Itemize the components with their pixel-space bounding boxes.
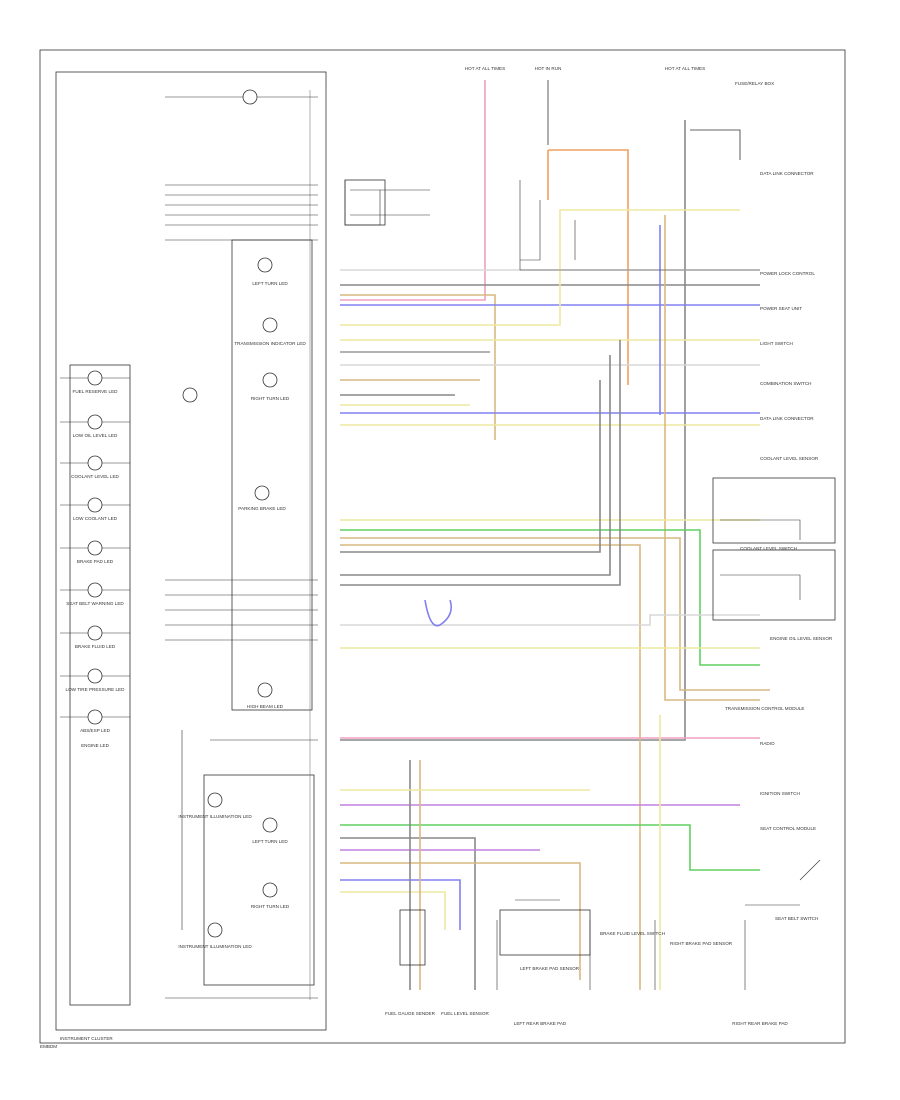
cluster-internal-wires (165, 96, 318, 999)
bottom-label: RIGHT REAR BRAKE PAD (732, 1021, 788, 1026)
right-label: COOLANT LEVEL SWITCH (740, 546, 797, 551)
indicator-8: LOW TIRE PRESSURE LED (60, 668, 130, 692)
right-label: TRANSMISSION CONTROL MODULE (725, 706, 804, 711)
wire-harness (340, 80, 770, 990)
indicator-label: LOW OIL LEVEL LED (73, 433, 118, 438)
indicator-label: FUEL RESERVE LED (73, 389, 119, 394)
indicator-label: ABS/ESP LED (80, 728, 110, 733)
cluster-center-bulbs: LEFT TURN LED TRANSMISSION INDICATOR LED… (178, 89, 306, 949)
right-label: SEAT CONTROL MODULE (760, 826, 816, 831)
right-label: IGNITION SWITCH (760, 791, 800, 796)
bottom-label: LEFT REAR BRAKE PAD (514, 1021, 567, 1026)
cluster-inner-box (69, 364, 131, 1006)
indicator-label: BRAKE FLUID LED (75, 644, 116, 649)
center-label: INSTRUMENT ILLUMINATION LED (178, 814, 252, 819)
top-fuse-note: FUSE/RELAY BOX (735, 81, 774, 86)
cluster-pin-column (309, 90, 327, 1000)
indicator-9: ABS/ESP LED (60, 709, 130, 733)
outer-border (39, 49, 846, 1044)
right-label: DATA LINK CONNECTOR (760, 171, 814, 176)
right-label: COMBINATION SWITCH (760, 381, 811, 386)
right-label: ENGINE OIL LEVEL SENSOR (770, 636, 833, 641)
indicator-label: LOW TIRE PRESSURE LED (66, 687, 126, 692)
center-label: RIGHT TURN LED (251, 904, 290, 909)
right-labels: DATA LINK CONNECTOR POWER LOCK CONTROL P… (725, 171, 833, 921)
indicator-2: LOW OIL LEVEL LED (60, 414, 130, 438)
center-label: LEFT TURN LED (252, 839, 288, 844)
cluster-title: INSTRUMENT CLUSTER (60, 1036, 113, 1041)
center-label: TRANSMISSION INDICATOR LED (234, 341, 306, 346)
right-label: RADIO (760, 741, 775, 746)
indicator-6: SEAT BELT WARNING LED (60, 582, 130, 606)
top-fuse-label-1: HOT AT ALL TIMES (465, 66, 505, 71)
bottom-label: RIGHT BRAKE PAD SENSOR (670, 941, 733, 946)
indicator-7: BRAKE FLUID LED (60, 625, 130, 649)
indicator-label: ENGINE LED (81, 743, 110, 748)
right-label: SEAT BELT SWITCH (775, 916, 818, 921)
cluster-center-panel (231, 239, 313, 711)
right-label: POWER LOCK CONTROL (760, 271, 815, 276)
right-label: DATA LINK CONNECTOR (760, 416, 814, 421)
top-fuse-label-3: HOT AT ALL TIMES (665, 66, 705, 71)
indicator-3: COOLANT LEVEL LED (60, 455, 130, 479)
indicator-label: COOLANT LEVEL LED (71, 474, 119, 479)
center-label: HIGH BEAM LED (247, 704, 284, 709)
center-label: PARKING BRAKE LED (238, 506, 286, 511)
bottom-labels: FUEL GAUGE SENDER FUEL LEVEL SENSOR LEFT… (385, 931, 788, 1026)
bottom-label: FUEL LEVEL SENSOR (441, 1011, 489, 1016)
right-label: POWER SEAT UNIT (760, 306, 802, 311)
center-label: INSTRUMENT ILLUMINATION LED (178, 944, 252, 949)
right-label: COOLANT LEVEL SENSOR (760, 456, 819, 461)
indicator-5: BRAKE PAD LED (60, 540, 130, 564)
center-label: RIGHT TURN LED (251, 396, 290, 401)
bottom-label: BRAKE FLUID LEVEL SWITCH (600, 931, 665, 936)
illumination-box (203, 774, 315, 986)
top-fuse-label-2: HOT IN RUN (535, 66, 562, 71)
center-label: LEFT TURN LED (252, 281, 288, 286)
indicator-1: FUEL RESERVE LED (60, 370, 130, 394)
diagram-code: EMBDM (40, 1044, 57, 1049)
components (344, 179, 836, 966)
indicator-label: SEAT BELT WARNING LED (66, 601, 124, 606)
bottom-label: LEFT BRAKE PAD SENSOR (520, 966, 580, 971)
indicator-label: LOW COOLANT LED (73, 516, 118, 521)
indicator-4: LOW COOLANT LED (60, 497, 130, 521)
bottom-label: FUEL GAUGE SENDER (385, 1011, 436, 1016)
indicator-left-column: FUEL RESERVE LED LOW OIL LEVEL LED COOLA… (60, 370, 130, 748)
indicator-label: BRAKE PAD LED (77, 559, 114, 564)
right-label: LIGHT SWITCH (760, 341, 793, 346)
